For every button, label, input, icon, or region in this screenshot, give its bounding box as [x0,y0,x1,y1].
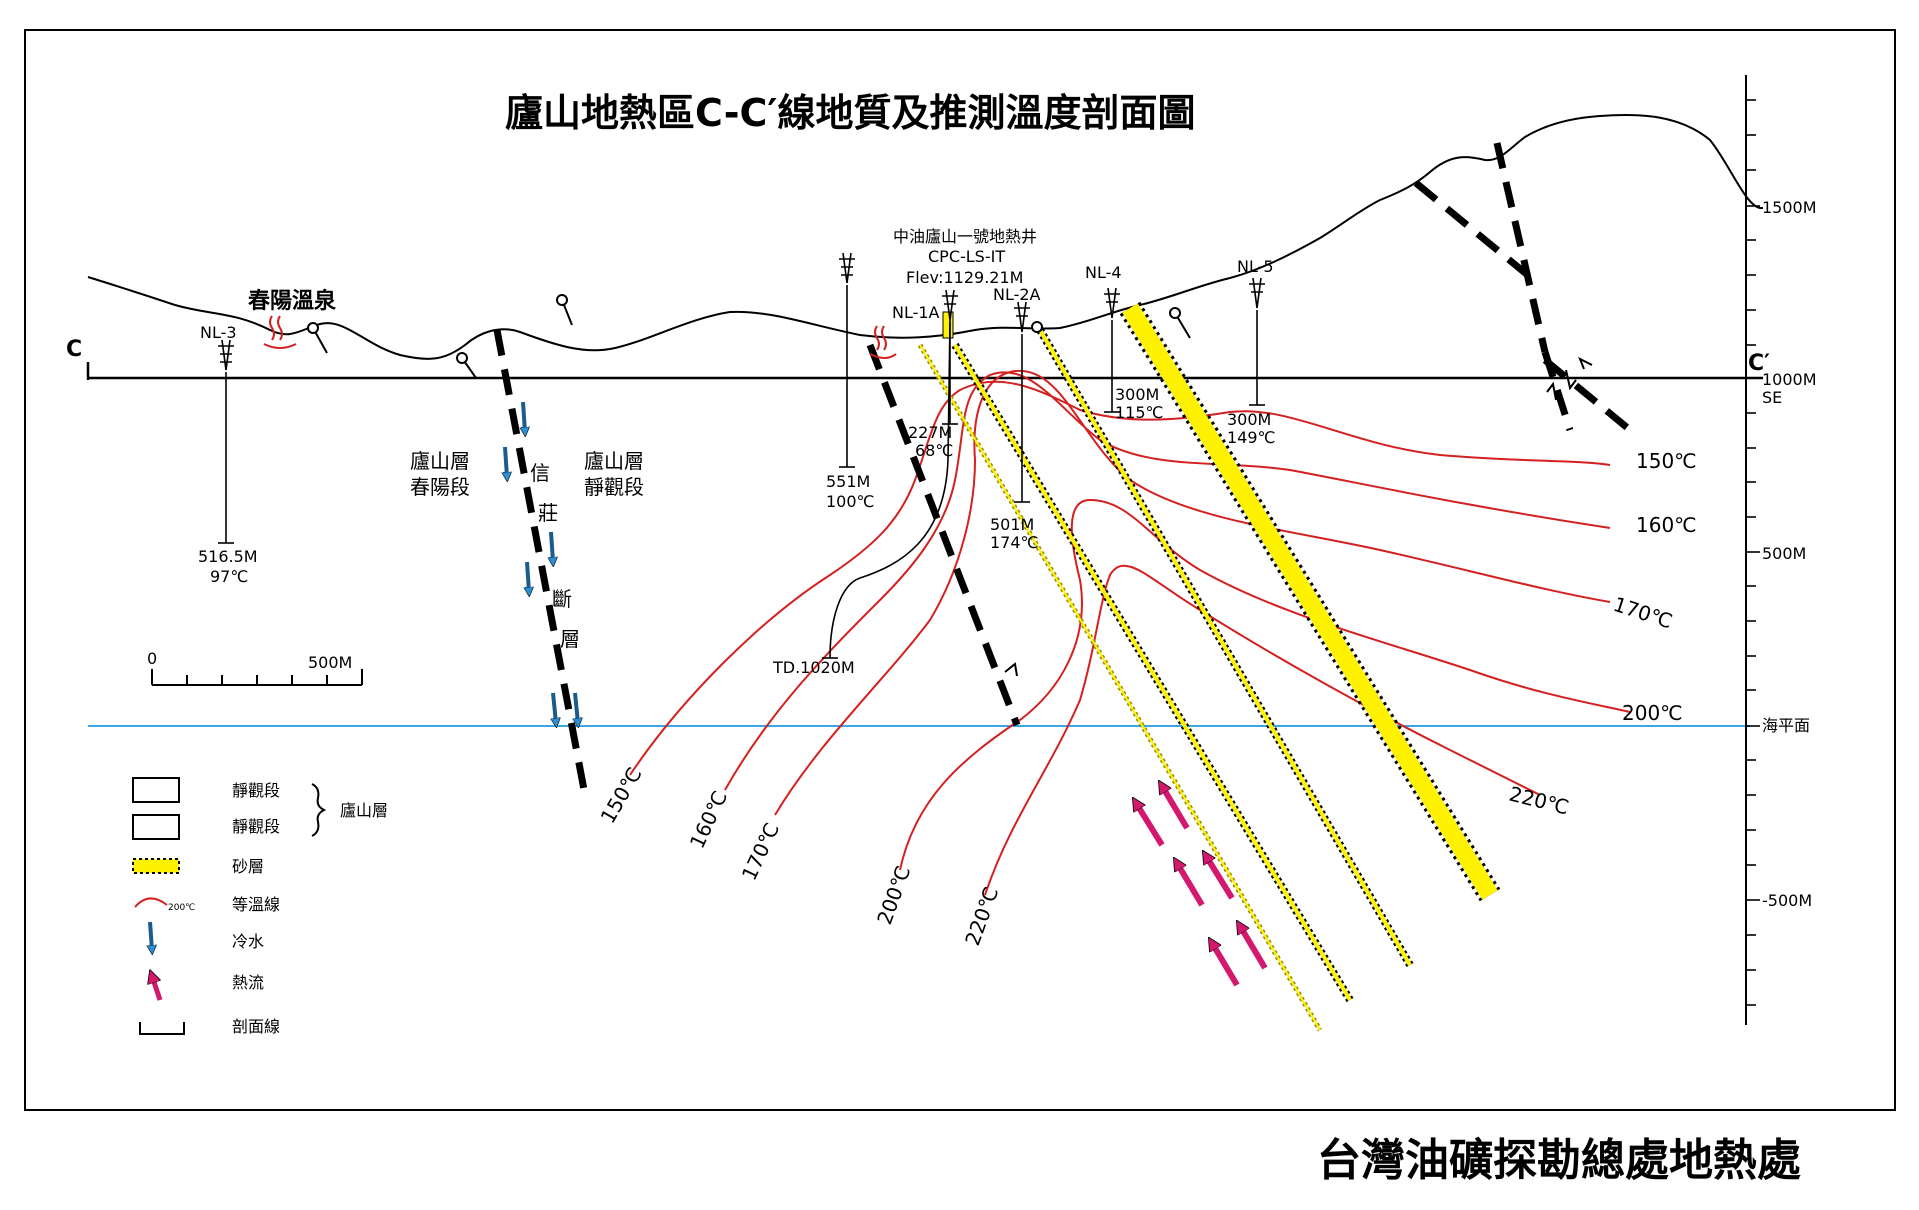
legend-isotherm-sample: 200℃ [168,903,195,913]
legend-row2-label: 靜觀段 [232,817,280,836]
scale-end-label: 500M [308,653,352,672]
well-nl3-temp: 97℃ [210,567,248,586]
well-nl3-depth: 516.5M [198,547,258,566]
legend-brace-label: 廬山層 [340,801,388,820]
faults [493,142,1633,796]
well-nl2a-depth: 501M [990,515,1034,534]
legend-cold-arrow [150,921,152,950]
fault-name-char4: 層 [560,627,580,651]
axis-label-sea-level: 海平面 [1762,716,1810,735]
isotherm-bottom-220: 220℃ [960,884,1003,949]
well-label-nl1a: NL-1A [892,303,940,322]
legend-heat-arrow [152,976,163,1001]
formation-left-line2: 春陽段 [410,475,470,499]
diagram-title: 廬山地熱區C-C′線地質及推測溫度剖面圖 [505,91,1195,135]
fault-name-char2: 莊 [538,501,558,525]
main-well-code: CPC-LS-IT [928,247,1005,266]
well-label-nl4: NL-4 [1085,263,1122,282]
well-rig-icon [218,339,234,371]
legend-sand-swatch [132,858,180,874]
well-rig-icon [1104,287,1120,319]
axis-label-se: SE [1762,388,1782,407]
isotherm-label-200: 200℃ [1622,701,1683,725]
well-nl5-depth: 300M [1227,410,1271,429]
fault-center [866,343,1021,727]
wells [218,252,1265,659]
well-nl5-temp: 149℃ [1227,428,1276,447]
legend-section-swatch [139,1022,185,1035]
axis-label-1000: 1000M [1762,370,1817,389]
well-nl4-depth: 300M [1115,385,1159,404]
footer-organization: 台灣油礦探勘總處地熱處 [1317,1135,1801,1186]
heat-flow-arrows [1136,786,1268,987]
legend-cold-label: 冷水 [232,932,264,951]
isotherm-bottom-200: 200℃ [872,863,915,928]
isotherm-bottom-160: 160℃ [685,787,732,852]
well-label-nl5: NL-5 [1237,257,1274,276]
legend-swatch-2 [132,814,180,840]
cold-water-arrows [505,401,578,723]
section-end-label: C′ [1748,351,1770,376]
sand-layers [917,301,1501,1032]
hot-spring-icon [263,315,297,349]
well-nl1a-temp: 68℃ [915,441,953,460]
well-rig-icon [1014,301,1030,333]
section-start-label: C [66,337,82,362]
legend-swatch-1 [132,777,180,803]
legend-heat-label: 熱流 [232,973,264,992]
isotherm-label-220: 220℃ [1507,782,1572,820]
main-well-elevation: Flev:1129.21M [906,268,1023,287]
topographic-profile [87,113,1763,360]
legend-brace [311,783,327,837]
fault-east-b [1413,180,1533,280]
well-label-nl3: NL-3 [200,323,237,342]
fault-east-d [1542,357,1633,433]
legend-section-label: 剖面線 [232,1017,280,1036]
fault-east-a [1493,142,1549,353]
well-rig-icon [1249,277,1265,309]
well-nl4-temp: 115℃ [1115,403,1164,422]
fault-name-char1: 信 [530,461,550,485]
elevation-axis: 1500M 1000M SE 500M 海平面 -500M [1745,75,1817,1025]
legend: 靜觀段 靜觀段 廬山層 砂層 200℃ 等溫線 冷水 熱流 剖面線 [132,777,388,1036]
formation-left-line1: 廬山層 [410,449,470,473]
hot-spring-icon [869,325,897,359]
axis-label-1500: 1500M [1762,198,1817,217]
legend-isotherm-swatch [134,897,168,908]
fault-name-char3: 斷 [552,587,572,611]
isotherm-label-160: 160℃ [1636,513,1697,537]
legend-row1-label: 靜觀段 [232,781,280,800]
fault-slip-arrow [1004,662,1018,677]
well-rig-icon [839,252,855,284]
hot-spring-label: 春陽溫泉 [248,288,337,314]
map-frame [24,29,1896,1111]
well-nl2a-temp: 174℃ [990,533,1039,552]
axis-label-500: 500M [1762,544,1806,563]
legend-sand-label: 砂層 [232,857,264,876]
isotherm-bottom-170: 170℃ [737,819,784,884]
scale-bar [151,669,363,686]
scale-start-label: 0 [147,649,157,668]
isotherm-label-170: 170℃ [1610,592,1675,634]
well-551-depth: 551M [826,472,870,491]
legend-isotherm-label: 等溫線 [232,895,280,914]
axis-label-minus-500: -500M [1762,891,1812,910]
well-nl1a-depth: 227M [908,423,952,442]
well-label-nl2a: NL-2A [993,285,1041,304]
main-well-name: 中油廬山一號地熱井 [893,227,1037,246]
well-551-temp: 100℃ [826,492,875,511]
main-well-total-depth: TD.1020M [772,658,855,677]
isotherm-label-150: 150℃ [1636,449,1697,473]
spring-markers [307,294,1191,379]
isotherm-bottom-150: 150℃ [596,763,647,828]
formation-right-line1: 廬山層 [584,449,644,473]
formation-right-line2: 靜觀段 [584,475,644,499]
fault-slip-arrows-east [1546,356,1593,401]
